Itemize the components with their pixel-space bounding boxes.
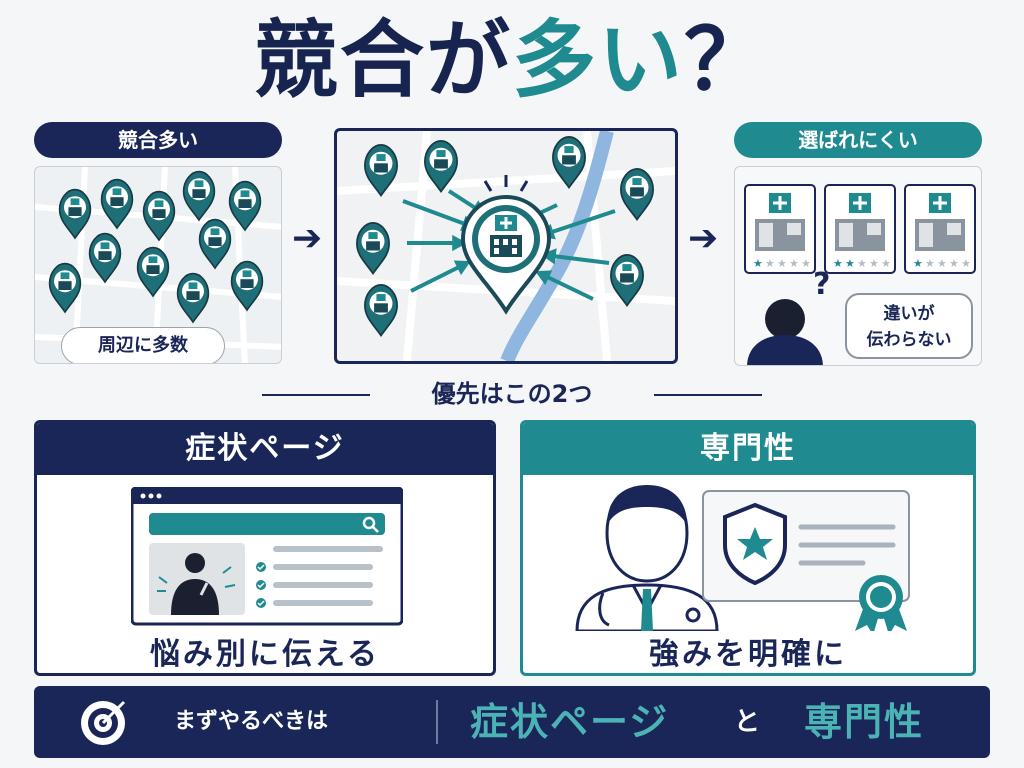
arrow-head: [535, 270, 553, 286]
speech-bubble: 違いが 伝わらない: [845, 293, 973, 359]
pointing-arrow: [542, 209, 616, 237]
symptom-page-card: 症状ページ 悩み別に伝える: [34, 420, 496, 676]
pointing-arrow: [402, 199, 474, 229]
arrow-right-icon: ➔: [292, 218, 323, 259]
question-mark-icon: ?: [813, 267, 831, 302]
hard-to-choose-label: 選ばれにくい: [734, 122, 982, 158]
center-map: [337, 131, 675, 361]
expertise-card-header: 専門性: [523, 423, 973, 475]
banner-separator: [436, 700, 438, 744]
star-icon: ★: [753, 257, 763, 270]
star-icon: ★: [765, 257, 775, 270]
center-map-panel: [334, 128, 678, 364]
map-pin-clinic-icon: [136, 246, 170, 298]
map-pin-clinic-icon: [228, 180, 262, 232]
map-pin-clinic-icon: [610, 254, 644, 308]
nearby-many-badge: 周辺に多数: [61, 327, 225, 363]
checklist-row: [273, 546, 383, 552]
star-icon: ★: [913, 257, 923, 270]
map-pin-clinic-icon: [182, 170, 216, 222]
doctor-icon: [575, 485, 719, 631]
map-pin-clinic-icon: [230, 260, 264, 312]
star-icon: ★: [789, 257, 799, 270]
map-pin-clinic-icon: [48, 262, 82, 314]
clinic-compare-panel: ★★★★★★★★★★★★★★★ ? 違いが 伝わらない: [734, 166, 982, 366]
map-pin-clinic-icon: [142, 190, 176, 242]
banner-keyword-symptom: 症状ページ: [470, 700, 670, 744]
map-pin-clinic-icon: [198, 218, 232, 270]
map-pin-clinic-icon: [58, 188, 92, 240]
priority-heading: 優先はこの2つ: [431, 380, 593, 408]
checklist-row: [256, 562, 373, 572]
map-pin-clinic-icon: [620, 168, 654, 222]
arrow-head: [452, 234, 468, 252]
competitor-map: [35, 167, 281, 363]
map-pin-clinic-icon: [88, 232, 122, 284]
star-icon: ★: [961, 257, 971, 270]
checklist-row: [256, 598, 373, 608]
star-icon: ★: [869, 257, 879, 270]
clinic-card: ★★★★★: [744, 184, 816, 274]
shield-star-icon: [723, 502, 787, 586]
checklist-row: [256, 580, 373, 590]
page-title: 競合が多い？: [253, 11, 771, 109]
banner-keyword-expertise: 専門性: [804, 700, 925, 744]
map-pin-clinic-icon: [364, 284, 398, 338]
star-icon: ★: [881, 257, 891, 270]
star-icon: ★: [801, 257, 811, 270]
competitors-label: 競合多い: [34, 122, 282, 158]
expertise-caption: 強みを明確に: [649, 637, 847, 672]
map-pin-clinic-icon: [176, 272, 210, 324]
confused-person-icon: [747, 299, 823, 365]
symptom-page-caption: 悩み別に伝える: [149, 637, 381, 672]
map-pin-clinic-icon: [356, 222, 390, 276]
map-pin-clinic-icon: [552, 136, 586, 190]
action-banner: まずやるべきは 症状ページ と 専門性: [34, 686, 990, 758]
symptom-page-card-header: 症状ページ: [37, 423, 493, 475]
competitor-map-panel: 周辺に多数: [34, 166, 282, 364]
arrow-head: [540, 248, 557, 265]
star-icon: ★: [937, 257, 947, 270]
banner-conjunction: と: [734, 707, 761, 737]
map-pin-clinic-icon: [364, 144, 398, 198]
star-icon: ★: [857, 257, 867, 270]
clinic-card: ★★★★★: [824, 184, 896, 274]
star-icon: ★: [925, 257, 935, 270]
search-icon: [362, 516, 379, 533]
arrow-head: [453, 260, 471, 276]
map-pin-clinic-icon: [100, 178, 134, 230]
banner-lead-text: まずやるべきは: [174, 709, 329, 734]
star-icon: ★: [949, 257, 959, 270]
star-icon: ★: [777, 257, 787, 270]
expertise-card: 専門性 強みを明確に: [520, 420, 976, 676]
divider-line-left: [262, 394, 370, 396]
divider-line-right: [654, 394, 762, 396]
map-pin-clinic-icon: [424, 140, 458, 194]
big-clinic-pin: [460, 175, 552, 315]
expertise-illustration: [575, 485, 910, 631]
clinic-card: ★★★★★: [904, 184, 976, 274]
star-icon: ★: [833, 257, 843, 270]
symptom-browser-illustration: [131, 487, 403, 626]
arrow-right-icon: ➔: [688, 218, 719, 259]
award-ribbon-icon: [855, 575, 907, 631]
clinic-compare-graphic: ★★★★★★★★★★★★★★★: [744, 184, 976, 365]
target-icon: [81, 700, 126, 745]
star-icon: ★: [845, 257, 855, 270]
